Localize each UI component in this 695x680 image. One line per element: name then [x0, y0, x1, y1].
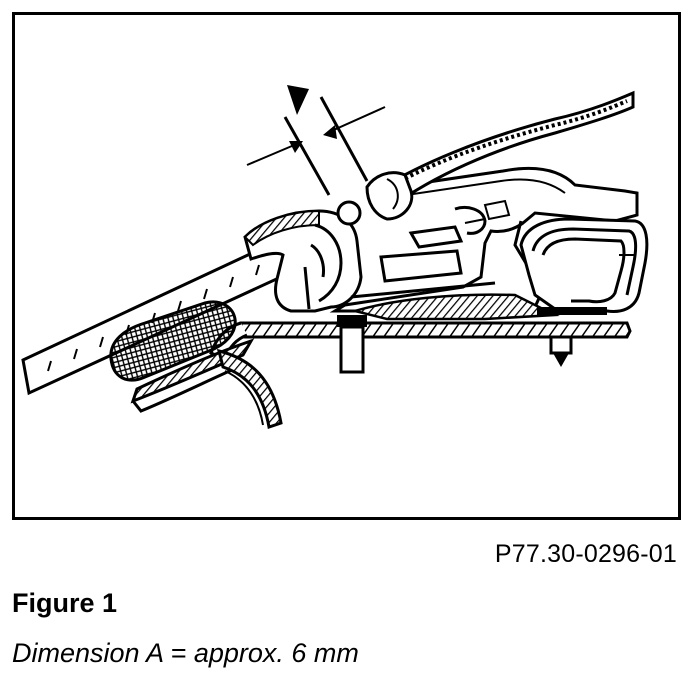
pivot-pin [336, 200, 362, 226]
image-code: P77.30-0296-01 [494, 540, 677, 568]
dimension-arrow [246, 85, 386, 196]
right-bolt [549, 335, 573, 367]
diagram-frame [12, 12, 681, 520]
figure-title: Figure 1 [12, 588, 118, 618]
spring-clip [519, 217, 649, 315]
release-arm [365, 90, 635, 221]
curved-hook [216, 348, 283, 429]
mechanism-illustration [21, 85, 649, 429]
figure-caption: Dimension A = approx. 6 mm [12, 638, 359, 668]
left-bolt [337, 315, 367, 374]
clip-latch [537, 307, 607, 315]
knurled-grip [109, 300, 237, 382]
main-housing [329, 166, 639, 321]
housing-slot [379, 249, 463, 283]
pivot-bracket [243, 200, 363, 313]
